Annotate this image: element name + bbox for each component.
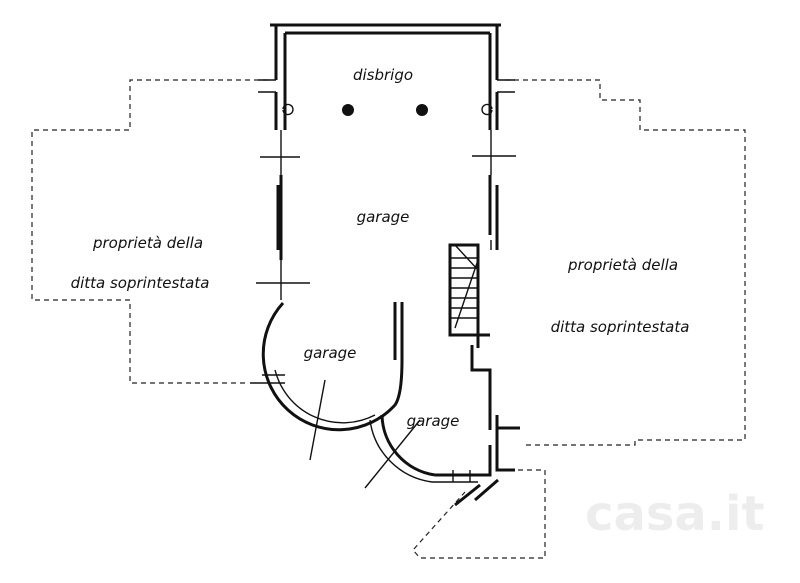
room-label-garage-main: garage xyxy=(357,208,410,226)
room-label-garage-right: garage xyxy=(407,412,460,430)
left-neighbor-line1: proprietà della xyxy=(92,234,203,252)
east-wall xyxy=(488,25,499,250)
left-round-garage-wall xyxy=(261,301,404,432)
room-label-disbrigo: disbrigo xyxy=(353,66,413,84)
west-thin-wall xyxy=(256,130,310,300)
staircase xyxy=(448,243,492,430)
court-outline xyxy=(412,469,546,559)
north-wall xyxy=(270,23,501,35)
right-property-outline xyxy=(505,79,746,446)
room-label-garage-left: garage xyxy=(304,344,357,362)
right-neighbor-line1: proprietà della xyxy=(567,256,678,274)
watermark: casa.it xyxy=(585,486,764,542)
column xyxy=(342,104,354,116)
left-round-garage-outer xyxy=(250,369,376,424)
right-round-garage-outer xyxy=(369,419,478,483)
left-neighbor-line2: ditta soprintestata xyxy=(71,274,210,292)
column xyxy=(416,104,428,116)
right-neighbor-line2: ditta soprintestata xyxy=(551,318,690,336)
west-wall xyxy=(274,25,287,260)
east-thin-wall xyxy=(472,130,516,250)
east-wall-lower xyxy=(454,415,520,507)
left-property-outline xyxy=(31,79,268,384)
wall-stubs xyxy=(258,79,515,116)
section-line xyxy=(309,379,421,489)
